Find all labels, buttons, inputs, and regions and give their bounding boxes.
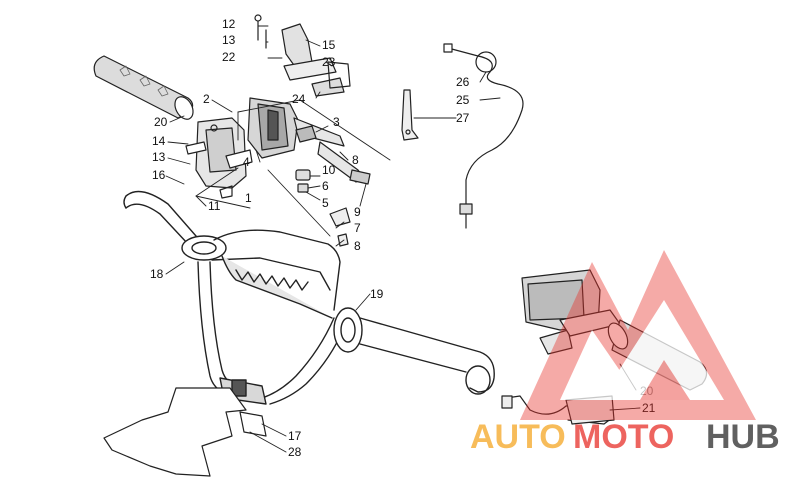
callout-24: 24 [292, 92, 306, 106]
switch-assembly [247, 97, 371, 247]
callout-25: 25 [456, 93, 470, 107]
callout-16: 16 [152, 168, 166, 182]
callout-17: 17 [288, 429, 302, 443]
callout-7: 7 [354, 221, 361, 235]
callout-20: 20 [154, 115, 168, 129]
callout-27: 27 [456, 111, 470, 125]
callout-10: 10 [322, 163, 336, 177]
callout-26: 26 [456, 75, 470, 89]
adjust-tool [401, 89, 419, 141]
throttle-cable [443, 43, 524, 229]
callout-22: 22 [222, 50, 236, 64]
callout-1: 1 [245, 191, 252, 205]
callout-5: 5 [322, 196, 329, 210]
callout-13: 13 [222, 33, 236, 47]
watermark-triangle-icon [520, 250, 756, 420]
leader-lines [165, 25, 641, 453]
callout-9: 9 [354, 205, 361, 219]
callout-6: 6 [322, 179, 329, 193]
callout-19: 19 [370, 287, 384, 301]
handlebar [123, 190, 495, 405]
watermark-text-auto: AUTO [470, 418, 566, 456]
watermark-text-hub: HUB [706, 418, 780, 456]
callout-8: 8 [354, 239, 361, 253]
exploded-outline [195, 99, 391, 237]
callout-28: 28 [288, 445, 302, 459]
callout-23: 23 [322, 55, 336, 69]
callout-8: 8 [352, 153, 359, 167]
callout-3: 3 [333, 115, 340, 129]
callout-21: 21 [642, 401, 656, 415]
callout-14: 14 [152, 134, 166, 148]
watermark-logo: AUTO MOTO HUB [470, 250, 780, 456]
upper-parts [254, 14, 351, 97]
callout-15: 15 [322, 38, 336, 52]
callout-12: 12 [222, 17, 236, 31]
callout-13: 13 [152, 150, 166, 164]
callout-2: 2 [203, 92, 210, 106]
callout-4: 4 [243, 155, 250, 169]
left-grip [93, 55, 194, 120]
callout-11: 11 [208, 199, 221, 213]
handlebar-pad [103, 387, 267, 477]
callout-18: 18 [150, 267, 164, 281]
watermark-text-moto: MOTO [573, 418, 674, 456]
